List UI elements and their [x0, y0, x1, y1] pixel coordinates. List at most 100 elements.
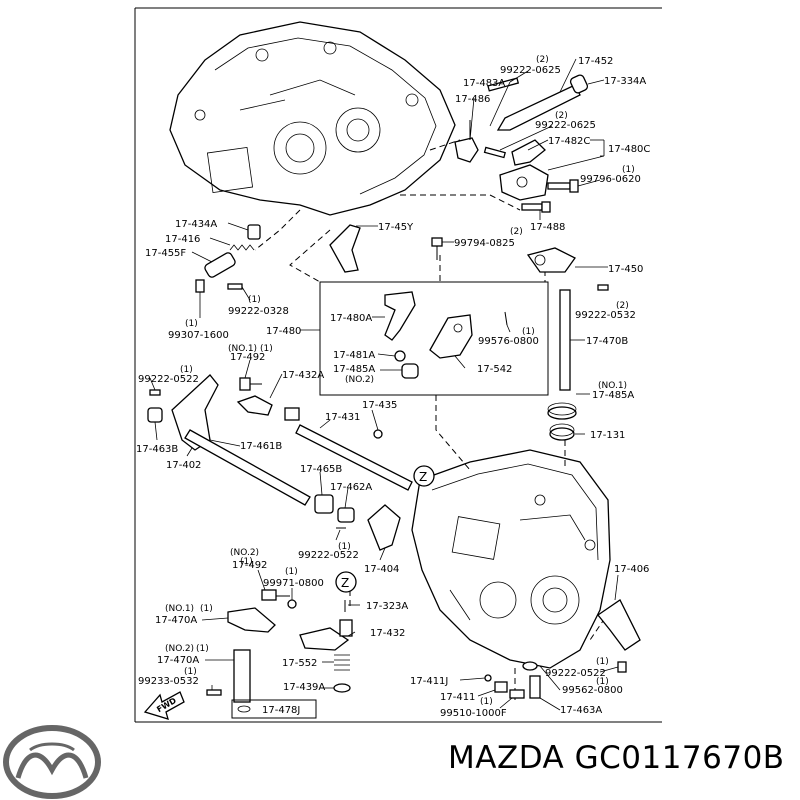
label-17-432A: 17-432A — [282, 370, 324, 381]
upper-transmission-case — [169, 21, 456, 216]
bolt-17-463A — [529, 675, 541, 699]
shift-lever-shaft-17-452 — [496, 74, 589, 131]
label-99307-1600: 99307-1600 — [168, 330, 229, 341]
label-99222-0625-mid: 99222-0625 — [535, 120, 596, 131]
svg-text:Z: Z — [419, 470, 427, 484]
label-17-434A: 17-434A — [175, 219, 217, 230]
rod-17-470B — [559, 289, 571, 391]
block-17-465B — [314, 494, 334, 514]
label-no2-17-485A: (NO.2) — [345, 375, 374, 385]
bushing-17-481A — [394, 350, 406, 362]
gate-plate-17-45Y — [329, 224, 361, 273]
label-17-131: 17-131 — [590, 430, 625, 441]
label-17-461B: 17-461B — [240, 441, 282, 452]
part-number-caption: MAZDA GC0117670B — [448, 740, 785, 776]
label-qty-99222-0532-right: (2) — [616, 301, 629, 311]
bushing-17-485A-no2 — [401, 363, 419, 379]
bolt-17-492-no2 — [261, 589, 290, 601]
leader-case-to-bolt — [400, 194, 521, 211]
label-17-463A: 17-463A — [560, 705, 602, 716]
label-17-334A: 17-334A — [604, 76, 646, 87]
label-leaders — [149, 58, 619, 711]
label-qty-99222-0328: (1) — [248, 295, 261, 305]
label-17-481A: 17-481A — [333, 350, 375, 361]
label-no1-17-492: (NO.1) — [228, 344, 257, 354]
assembly-box-17-480 — [319, 281, 549, 396]
label-17-482C: 17-482C — [548, 136, 590, 147]
label-99222-0522-left: 99222-0522 — [138, 374, 199, 385]
selector-lever-17-486 — [454, 120, 479, 163]
label-qty-99796-0620: (1) — [622, 165, 635, 175]
label-no2-17-470A: (NO.2) — [165, 644, 194, 654]
seal-17-131 — [549, 423, 575, 441]
label-17-463B: 17-463B — [136, 444, 178, 455]
label-17-552: 17-552 — [282, 658, 317, 669]
label-qty-17-470A-no2: (1) — [196, 644, 209, 654]
label-17-439A: 17-439A — [283, 682, 325, 693]
label-17-45Y: 17-45Y — [378, 222, 414, 233]
mazda-logo-icon — [3, 725, 101, 799]
label-17-411J: 17-411J — [410, 676, 448, 687]
leader-to-17-480-box — [289, 229, 331, 283]
label-99796-0620: 99796-0620 — [580, 174, 641, 185]
bolt-17-492-no1 — [239, 377, 262, 391]
z-marker-lower: Z — [335, 571, 357, 593]
fwd-arrow-icon: FWD — [143, 691, 185, 720]
shift-fork-17-402 — [171, 374, 219, 451]
shift-fork-17-406 — [597, 599, 641, 651]
label-qty-17-492-top: (1) — [260, 344, 273, 354]
lever-17-480A — [384, 291, 416, 341]
label-qty-99222-0625-mid: (2) — [555, 111, 568, 121]
pin-99222-0625-mid — [483, 146, 506, 159]
label-no1-17-485A: (NO.1) — [598, 381, 627, 391]
block-17-462A — [337, 507, 355, 523]
label-qty-99307-1600: (1) — [185, 319, 198, 329]
bracket-17-480C — [499, 164, 549, 201]
label-17-470A-no2: 17-470A — [157, 655, 199, 666]
label-99971-0800: 99971-0800 — [263, 578, 324, 589]
label-17-452: 17-452 — [578, 56, 613, 67]
label-no2-17-492: (NO.2) — [230, 548, 259, 558]
z-marker-upper: Z — [413, 465, 435, 487]
label-17-432: 17-432 — [370, 628, 405, 639]
label-17-480A: 17-480A — [330, 313, 372, 324]
label-no1-17-470A: (NO.1) — [165, 604, 194, 614]
label-17-455F: 17-455F — [145, 248, 186, 259]
label-17-542: 17-542 — [477, 364, 512, 375]
label-17-478J: 17-478J — [262, 705, 300, 716]
label-qty-99222-0625-top: (2) — [536, 55, 549, 65]
cap-17-463B — [147, 407, 163, 423]
label-qty-99971-0800: (1) — [285, 567, 298, 577]
label-qty-99576-0800: (1) — [522, 327, 535, 337]
shift-rod-17-431 — [295, 424, 413, 491]
label-17-435: 17-435 — [362, 400, 397, 411]
label-qty-99222-0522-left: (1) — [180, 365, 193, 375]
label-17-492-bot: 17-492 — [232, 560, 267, 571]
lever-17-432A — [236, 395, 300, 421]
pin-99233-0532 — [206, 689, 222, 696]
label-17-486: 17-486 — [455, 94, 490, 105]
washer-99971-0800 — [287, 599, 297, 609]
washer-17-439A — [333, 683, 351, 693]
label-17-480C: 17-480C — [608, 144, 650, 155]
pin-99222-0522-left — [149, 389, 161, 396]
pin-99576-0800 — [504, 311, 508, 326]
label-qty-99562-0800: (1) — [596, 677, 609, 687]
label-99222-0522-mid: 99222-0522 — [298, 550, 359, 561]
part-labels: (2) 99222-0625 17-452 17-483A 17-334A 17… — [136, 55, 650, 719]
pin-99222-0328 — [227, 283, 243, 290]
label-17-404: 17-404 — [364, 564, 399, 575]
label-17-323A: 17-323A — [366, 601, 408, 612]
label-99794-0825: 99794-0825 — [454, 238, 515, 249]
label-qty-99794-0825: (2) — [510, 227, 523, 237]
svg-text:Z: Z — [341, 576, 349, 590]
lever-17-432 — [299, 619, 353, 651]
label-99233-0532: 99233-0532 — [138, 676, 199, 687]
lever-17-450 — [526, 247, 609, 291]
bolt-99796-0620 — [547, 179, 579, 193]
lever-17-482C — [511, 139, 546, 166]
label-99222-0522-right: 99222-0522 — [545, 668, 606, 679]
lower-transmission-case — [411, 449, 611, 669]
sleeve-17-455F — [204, 252, 236, 278]
